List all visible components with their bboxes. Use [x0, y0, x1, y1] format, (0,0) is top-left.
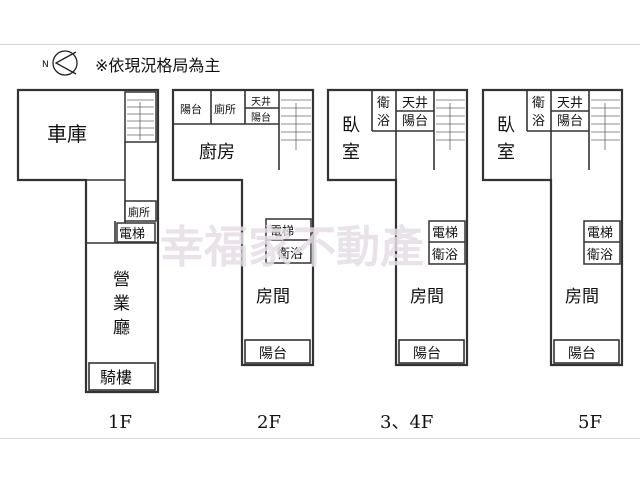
arcade-1f [88, 362, 156, 391]
stair-steps-1f [127, 99, 154, 140]
floor-5f: 衛 浴 天井 陽台 電梯 衛浴 臥 室 房間 陽台 [481, 88, 624, 367]
floor-2f: 陽台 廁所 天井 陽台 電梯 衛浴 廚房 房間 陽台 [171, 88, 315, 367]
floor-3-4f: 衛 浴 天井 陽台 電梯 衛浴 臥 室 房間 陽台 [326, 88, 469, 367]
label-balcony-b-34f: 陽台 [402, 114, 428, 129]
floor-1f: 廁所 電梯 車庫 營 業 廳 騎樓 [16, 88, 160, 394]
label-skylight-5f: 天井 [557, 96, 583, 111]
label-bath-top-34f-1: 衛 [377, 96, 390, 111]
label-arcade-1f: 騎樓 [100, 368, 132, 387]
label-toilet-2f: 廁所 [214, 102, 236, 116]
label-room-5f: 房間 [565, 287, 599, 307]
toilet-1f [124, 200, 157, 222]
label-bedroom-34f-2: 室 [342, 142, 360, 163]
stair-steps-34f [436, 99, 465, 150]
balcony-c-34f [398, 339, 465, 364]
compass-icon: N [42, 50, 78, 76]
label-garage-1f: 車庫 [47, 122, 87, 146]
label-balcony-c-2f: 陽台 [259, 346, 287, 362]
watermark: 幸福家不動產 [160, 222, 424, 273]
stair-steps-2f [281, 99, 311, 150]
plan-note: ※依現況格局為主 [95, 56, 220, 75]
label-bath-34f: 衛浴 [432, 248, 458, 263]
label-bath-top-34f-2: 浴 [377, 114, 390, 129]
label-shop-1f-1: 營 [113, 270, 130, 290]
balcony-c-2f [244, 339, 311, 364]
stair-steps-5f [591, 99, 620, 150]
label-bedroom-5f-1: 臥 [497, 115, 515, 136]
label-balcony-a-2f: 陽台 [180, 102, 202, 116]
label-skylight-2f: 天井 [251, 95, 271, 108]
label-bath-top-5f-1: 衛 [532, 96, 545, 111]
elevator-1f [116, 222, 156, 243]
label-elevator-1f: 電梯 [119, 227, 145, 242]
label-balcony-b-5f: 陽台 [557, 114, 583, 129]
label-shop-1f-3: 廳 [113, 318, 130, 338]
label-balcony-b-2f: 陽台 [251, 111, 271, 124]
label-bath-top-5f-2: 浴 [532, 114, 545, 129]
balcony-c-5f [553, 339, 620, 364]
compass-label: N [42, 60, 49, 70]
floor-label-2f: 2F [257, 412, 281, 433]
label-elevator-34f: 電梯 [432, 226, 458, 241]
floor-label-1f: 1F [108, 412, 132, 433]
floor-label-3-4f: 3、4F [380, 412, 433, 433]
label-elevator-5f: 電梯 [587, 226, 613, 241]
label-room-2f: 房間 [256, 287, 290, 307]
label-toilet-1f: 廁所 [128, 205, 150, 219]
label-kitchen-2f: 廚房 [199, 141, 235, 163]
elevator-bath-2f [265, 218, 312, 264]
label-elevator-2f: 電梯 [270, 224, 294, 238]
label-balcony-c-5f: 陽台 [568, 346, 596, 362]
stairs-1f [124, 91, 157, 143]
label-bedroom-5f-2: 室 [497, 142, 515, 163]
label-bath-5f: 衛浴 [587, 248, 613, 263]
floor-label-5f: 5F [578, 412, 602, 433]
label-skylight-34f: 天井 [402, 96, 428, 111]
label-bedroom-34f-1: 臥 [342, 115, 360, 136]
label-bath-2f: 衛浴 [277, 247, 303, 262]
label-balcony-c-34f: 陽台 [413, 346, 441, 362]
label-shop-1f-2: 業 [113, 294, 130, 314]
label-room-34f: 房間 [410, 287, 444, 307]
